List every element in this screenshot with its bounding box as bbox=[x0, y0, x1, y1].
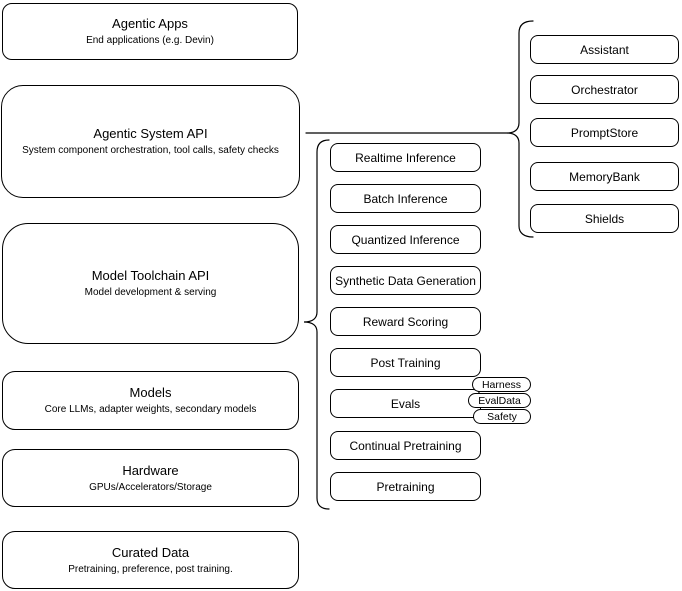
service-box-batch-inference: Batch Inference bbox=[330, 184, 481, 213]
layer-title: Hardware bbox=[122, 462, 179, 478]
layer-subtitle: Pretraining, preference, post training. bbox=[68, 563, 233, 575]
layer-box-curated-data: Curated Data Pretraining, preference, po… bbox=[2, 531, 299, 589]
layer-subtitle: End applications (e.g. Devin) bbox=[86, 35, 214, 46]
layer-title: Agentic System API bbox=[93, 126, 208, 141]
eval-tag-harness: Harness bbox=[472, 377, 531, 392]
layer-title: Curated Data bbox=[111, 544, 190, 560]
eval-tag-safety: Safety bbox=[473, 409, 531, 424]
service-box-quantized-inference: Quantized Inference bbox=[330, 225, 481, 254]
layer-title: Model Toolchain API bbox=[91, 268, 210, 283]
layer-title: Models bbox=[129, 385, 172, 400]
layer-box-agentic-apps: Agentic Apps End applications (e.g. Devi… bbox=[2, 3, 298, 60]
component-label: Orchestrator bbox=[571, 82, 638, 97]
component-label: PromptStore bbox=[570, 125, 639, 140]
service-box-realtime-inference: Realtime Inference bbox=[330, 143, 481, 172]
service-label: Realtime Inference bbox=[355, 150, 456, 165]
component-box-memorybank: MemoryBank bbox=[530, 162, 679, 191]
service-box-pretraining: Pretraining bbox=[330, 472, 481, 501]
component-box-assistant: Assistant bbox=[530, 35, 679, 64]
layer-box-models: Models Core LLMs, adapter weights, secon… bbox=[2, 371, 299, 430]
eval-tag-label: EvalData bbox=[478, 394, 521, 407]
toolchain-brace bbox=[303, 139, 330, 510]
layer-subtitle: System component orchestration, tool cal… bbox=[22, 145, 279, 156]
eval-tag-label: Harness bbox=[481, 378, 522, 391]
service-box-continual-pretraining: Continual Pretraining bbox=[330, 431, 481, 460]
eval-tag-evaldata: EvalData bbox=[468, 393, 531, 408]
component-box-orchestrator: Orchestrator bbox=[530, 75, 679, 104]
service-label: Continual Pretraining bbox=[349, 438, 462, 453]
layer-box-agentic-system-api: Agentic System API System component orch… bbox=[1, 85, 300, 198]
component-box-shields: Shields bbox=[530, 204, 679, 233]
layer-box-hardware: Hardware GPUs/Accelerators/Storage bbox=[2, 449, 299, 507]
service-box-evals: Evals bbox=[330, 389, 481, 418]
layer-subtitle: Model development & serving bbox=[84, 287, 217, 298]
service-label: Post Training bbox=[370, 355, 441, 370]
component-label: Assistant bbox=[580, 42, 629, 57]
service-label: Batch Inference bbox=[363, 191, 448, 206]
component-label: Shields bbox=[584, 211, 625, 226]
service-box-synthetic-data-generation: Synthetic Data Generation bbox=[330, 266, 481, 295]
layer-title: Agentic Apps bbox=[112, 16, 188, 31]
service-label: Pretraining bbox=[376, 479, 435, 494]
component-label: MemoryBank bbox=[569, 169, 640, 184]
service-label: Evals bbox=[390, 396, 421, 411]
eval-tag-label: Safety bbox=[487, 410, 517, 423]
service-label: Quantized Inference bbox=[351, 232, 460, 247]
layer-subtitle: GPUs/Accelerators/Storage bbox=[89, 481, 212, 493]
layer-box-model-toolchain-api: Model Toolchain API Model development & … bbox=[2, 223, 299, 344]
layer-subtitle: Core LLMs, adapter weights, secondary mo… bbox=[44, 404, 257, 415]
service-box-reward-scoring: Reward Scoring bbox=[330, 307, 481, 336]
component-box-promptstore: PromptStore bbox=[530, 118, 679, 147]
service-label: Synthetic Data Generation bbox=[335, 273, 476, 288]
service-box-post-training: Post Training bbox=[330, 348, 481, 377]
service-label: Reward Scoring bbox=[362, 314, 449, 329]
